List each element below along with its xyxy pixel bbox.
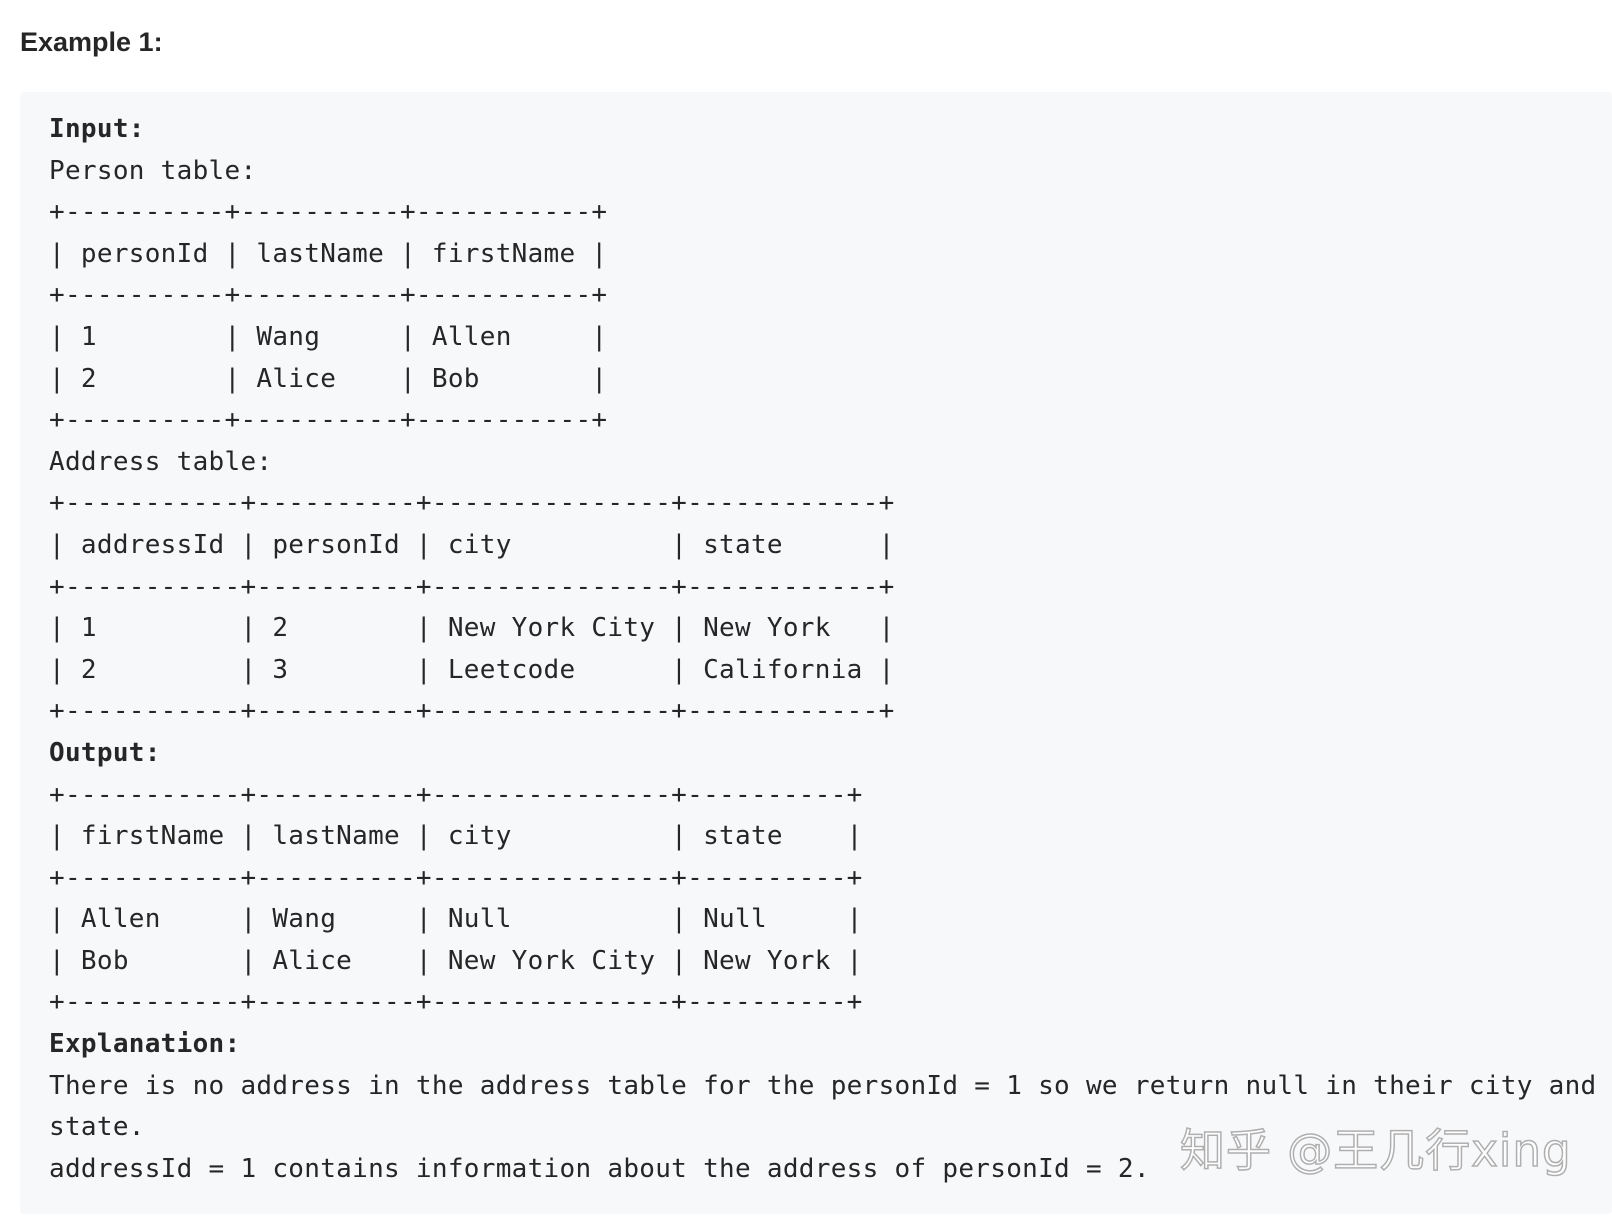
watermark: 知乎 @王几行xing xyxy=(1179,1123,1572,1178)
code-line: state. xyxy=(49,1112,145,1143)
code-line: Explanation: xyxy=(49,1029,241,1060)
code-line: +----------+----------+-----------+ xyxy=(49,405,608,436)
code-line: | Allen | Wang | Null | Null | xyxy=(49,904,863,935)
code-line: Input: xyxy=(49,114,145,144)
code-line: | 1 | Wang | Allen | xyxy=(49,321,608,352)
code-line: | addressId | personId | city | state | xyxy=(49,529,895,560)
code-line: +-----------+----------+---------------+… xyxy=(49,862,863,893)
code-line: +----------+----------+-----------+ xyxy=(49,280,608,311)
code-line: +----------+----------+-----------+ xyxy=(49,197,608,228)
code-line: | 1 | 2 | New York City | New York | xyxy=(49,613,895,644)
code-line: | 2 | 3 | Leetcode | California | xyxy=(49,654,895,685)
code-line: | firstName | lastName | city | state | xyxy=(49,821,863,852)
code-line: +-----------+----------+---------------+… xyxy=(49,571,895,602)
code-line: | Bob | Alice | New York City | New York… xyxy=(49,945,863,976)
example-code-block: Input: Person table: +----------+---------… xyxy=(20,92,1612,1214)
code-line: Person table: xyxy=(49,155,257,186)
code-line: There is no address in the address table… xyxy=(49,1070,1597,1101)
code-line: +-----------+----------+---------------+… xyxy=(49,488,895,519)
code-line: | 2 | Alice | Bob | xyxy=(49,363,608,394)
example-code: Input: Person table: +----------+---------… xyxy=(49,109,1596,1190)
code-line: +-----------+----------+---------------+… xyxy=(49,696,895,727)
code-line: | personId | lastName | firstName | xyxy=(49,238,608,269)
code-line: Output: xyxy=(49,737,161,768)
code-line: +-----------+----------+---------------+… xyxy=(49,987,863,1018)
example-heading: Example 1: xyxy=(20,27,163,57)
code-line: addressId = 1 contains information about… xyxy=(49,1153,1150,1184)
code-line: Address table: xyxy=(49,446,273,477)
code-line: +-----------+----------+---------------+… xyxy=(49,779,863,810)
